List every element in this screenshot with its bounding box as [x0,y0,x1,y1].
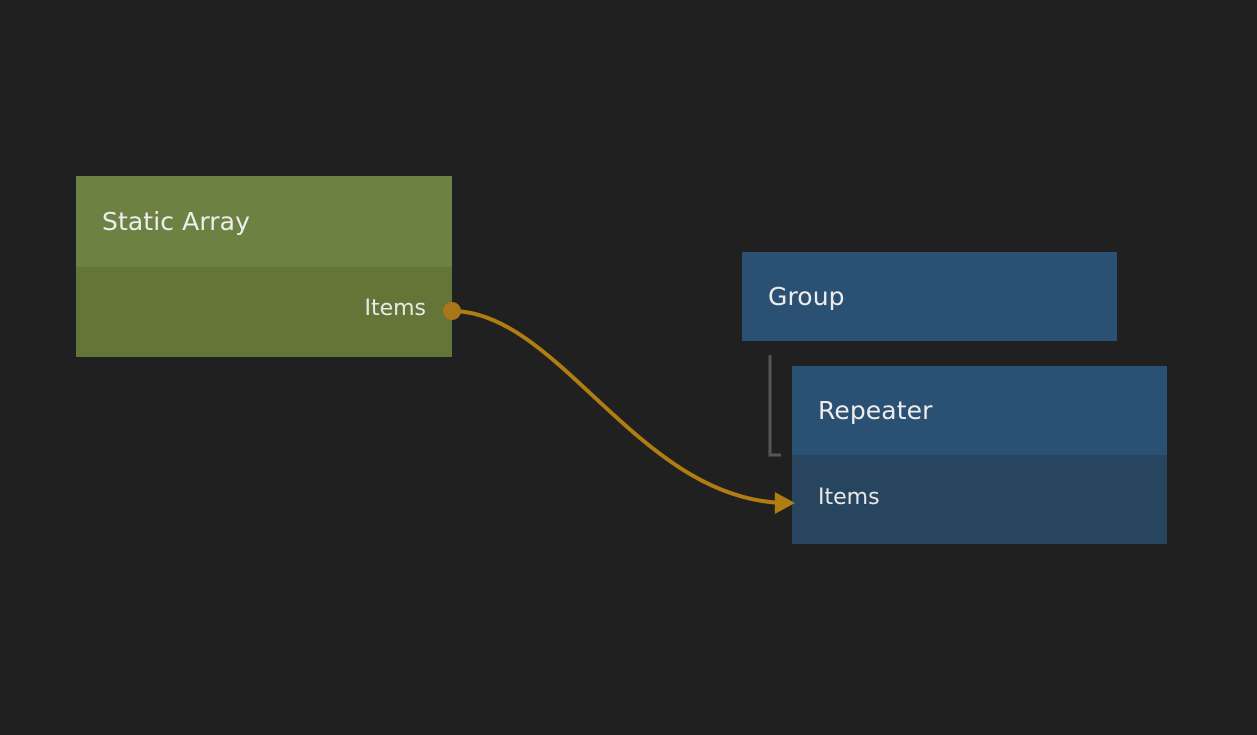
node-group-title: Group [768,282,845,311]
node-repeater-title: Repeater [818,396,933,425]
port-label-items-output: Items [364,296,426,321]
port-row-repeater-items-in[interactable]: Items [792,475,1167,521]
node-static-array-header[interactable]: Static Array [76,176,452,267]
node-repeater[interactable]: Repeater Items [792,366,1167,544]
port-row-static-array-items-out[interactable]: Items [76,286,452,332]
node-repeater-header[interactable]: Repeater [792,366,1167,455]
node-repeater-body: Items [792,455,1167,544]
node-group[interactable]: Group [742,252,1117,341]
port-label-items-input: Items [818,485,880,510]
tree-connector-group-repeater [768,355,781,457]
edge-static-array-items-to-repeater-items[interactable] [450,309,790,505]
node-static-array-title: Static Array [102,207,250,236]
node-static-array[interactable]: Static Array Items [76,176,452,357]
node-group-header[interactable]: Group [742,252,1117,341]
node-static-array-body: Items [76,267,452,357]
